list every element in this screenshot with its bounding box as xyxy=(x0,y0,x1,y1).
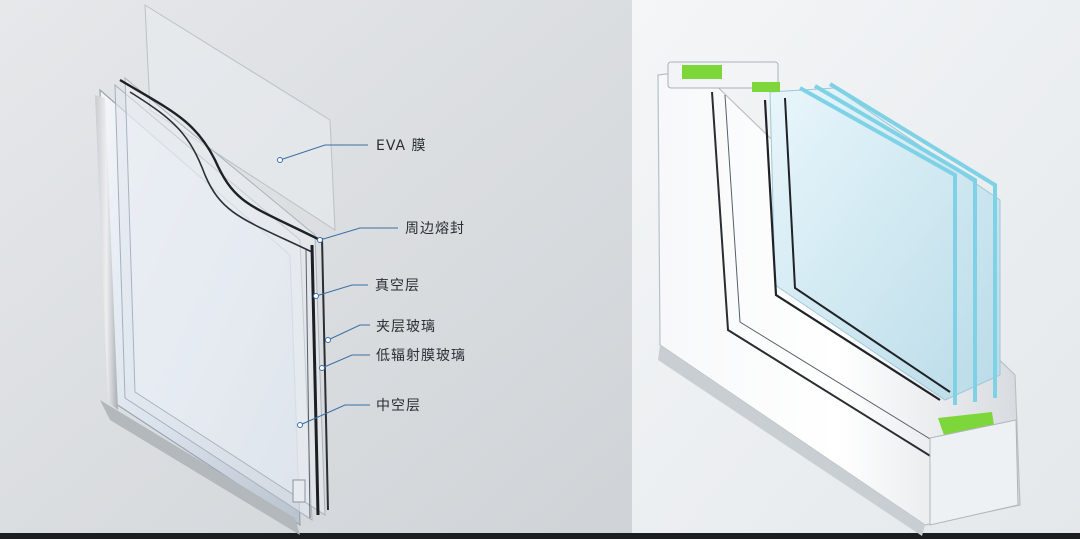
leader-hollow xyxy=(299,404,370,426)
bottom-strip xyxy=(0,533,1080,539)
leader-dots xyxy=(277,157,331,428)
dot-eva xyxy=(277,157,283,163)
dot-lowe xyxy=(319,365,325,371)
dot-edge-seal xyxy=(317,237,323,243)
section-line-thin xyxy=(305,249,311,519)
sash-line-1 xyxy=(763,99,941,401)
bottom-profile xyxy=(929,419,1019,526)
eva-curve-line-1 xyxy=(119,78,321,242)
frame-bottom-edge xyxy=(100,400,300,535)
leader-lines xyxy=(279,144,398,426)
label-vacuum-layer: 真空层 xyxy=(375,278,420,294)
section-line-inner xyxy=(321,237,329,511)
leader-vacuum xyxy=(315,284,368,297)
label-laminated-glass: 夹层玻璃 xyxy=(376,318,436,335)
leader-edge-seal xyxy=(319,227,398,241)
dot-vacuum xyxy=(313,293,319,299)
sash-line-2 xyxy=(784,97,951,393)
glass-pane-back xyxy=(124,76,326,516)
leader-laminated xyxy=(327,324,370,341)
frame-rebate-line-1 xyxy=(711,91,941,463)
frame-left-edge xyxy=(95,95,118,410)
glass-pane-edge-2 xyxy=(813,84,977,402)
eva-film-sheet xyxy=(144,4,336,231)
frame-shadow-edge xyxy=(658,345,925,536)
edge-seal-block xyxy=(292,479,306,503)
leader-eva xyxy=(279,144,368,161)
window-frame-section xyxy=(657,61,1021,536)
top-seal-green-1 xyxy=(682,65,722,79)
label-edge-seal: 周边熔封 xyxy=(405,221,465,237)
section-line-outer xyxy=(310,244,320,516)
eva-curve-line-2 xyxy=(129,91,313,253)
glass-pane-edge-1 xyxy=(799,86,957,405)
dot-hollow xyxy=(297,422,303,428)
label-lowe-glass: 低辐射膜玻璃 xyxy=(376,347,466,364)
label-eva-film: EVA 膜 xyxy=(376,138,427,154)
frame-rebate-line-2 xyxy=(724,94,949,451)
top-seal-green-2 xyxy=(752,82,780,92)
vacuum-glass-section xyxy=(95,4,336,535)
label-hollow-layer: 中空层 xyxy=(376,398,421,414)
leader-lowe xyxy=(321,354,370,369)
dot-laminated xyxy=(325,337,331,343)
glass-pane-edge-3 xyxy=(828,82,997,398)
